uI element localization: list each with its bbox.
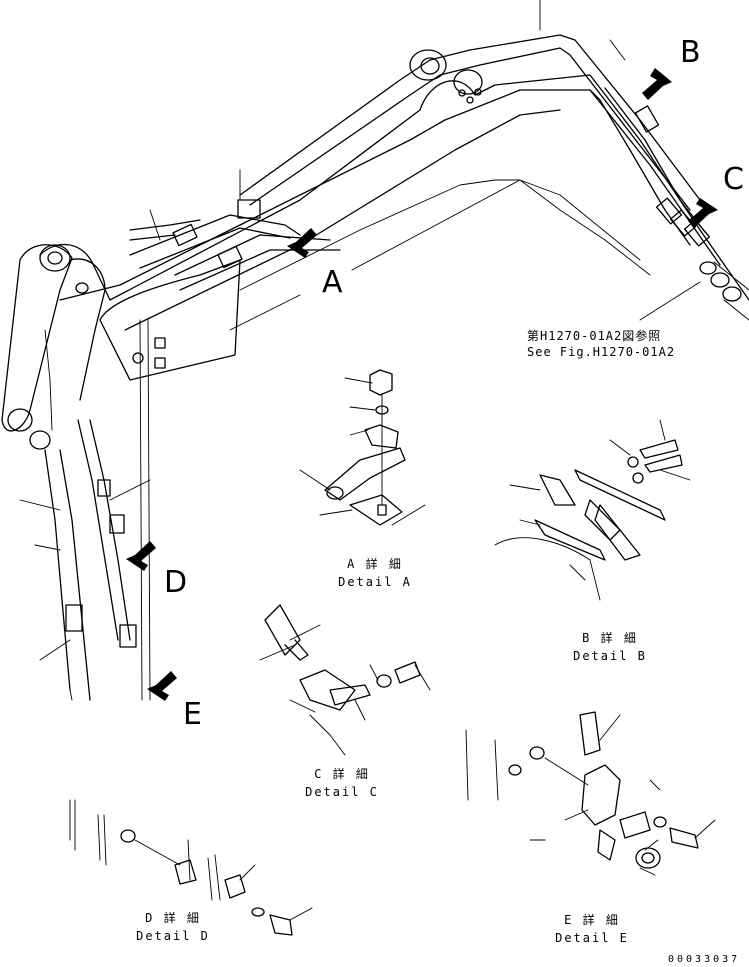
callout-arrows [126,68,718,701]
drawing-number: 00033037 [668,954,741,965]
detail-b-drawing [494,419,691,601]
detail-b-title-en: Detail B [573,649,647,663]
callout-c: C [723,162,744,197]
detail-a-title-en: Detail A [338,575,412,589]
reference-note-en: See Fig.H1270-01A2 [527,345,676,359]
detail-e-title-en: Detail E [555,931,629,945]
detail-c-drawing [259,604,431,756]
detail-d-title-en: Detail D [136,929,210,943]
detail-b-title-jp: B 詳 細 [582,631,638,645]
detail-a-title-jp: A 詳 細 [347,557,403,571]
detail-e-drawing [465,711,716,876]
detail-e-title-jp: E 詳 細 [564,913,620,927]
reference-note-jp: 第H1270-01A2図参照 [527,329,662,343]
callout-a: A [322,265,343,300]
detail-a-drawing [299,369,426,526]
detail-d-title-jp: D 詳 細 [145,911,201,925]
detail-c-title-jp: C 詳 細 [314,767,370,781]
boom-assembly [1,0,749,701]
detail-c-title-en: Detail C [305,785,379,799]
callout-b: B [680,35,701,70]
callout-d: D [164,565,188,600]
detail-d-drawing [69,799,313,936]
callout-e: E [183,697,202,732]
